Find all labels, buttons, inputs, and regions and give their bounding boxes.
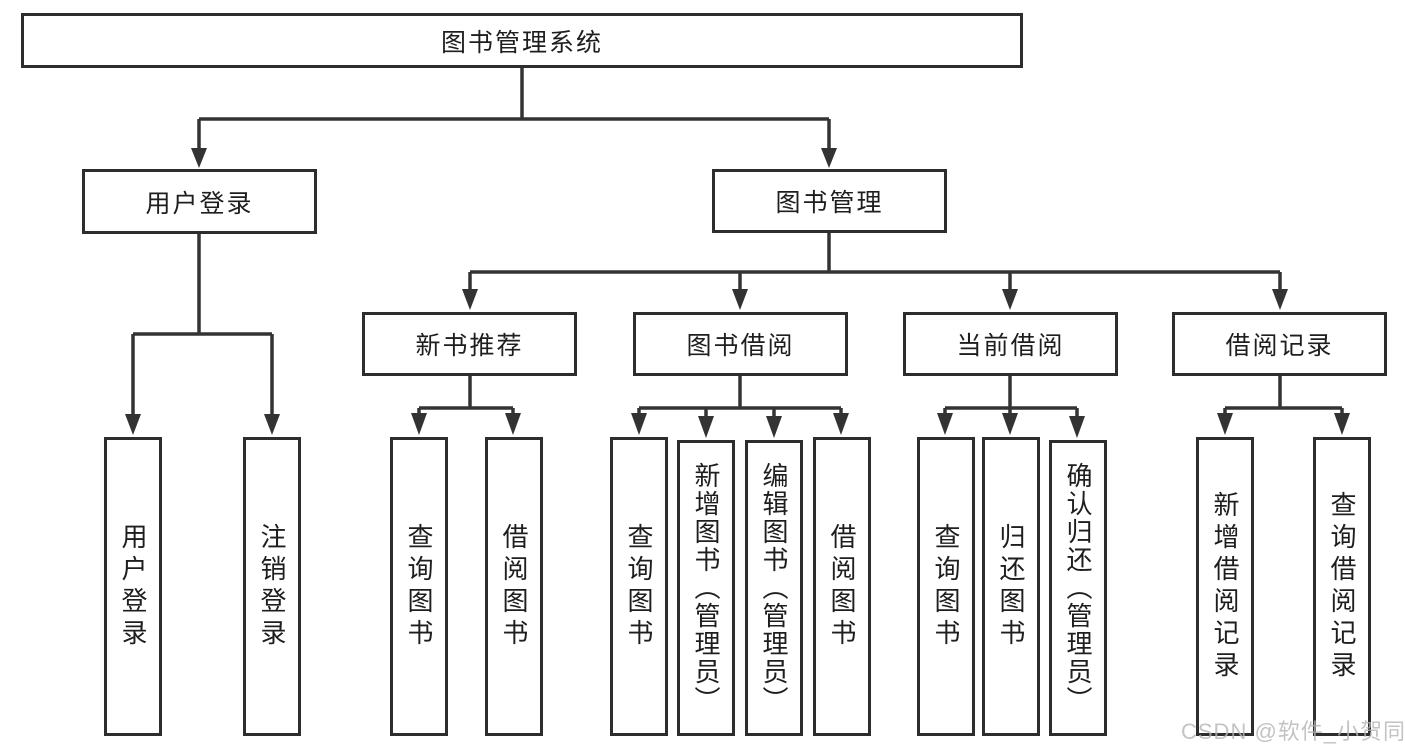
- leaf-confirm-return-admin: 确认归还（管理员）: [1049, 440, 1107, 736]
- leaf-borrow-books-recommend: 借阅图书: [485, 437, 543, 736]
- leaf-add-borrow-record: 新增借阅记录: [1196, 437, 1254, 736]
- leaf-logout: 注销登录: [243, 437, 301, 736]
- connector-user-login-children: [131, 234, 274, 418]
- connector-new-book-recommend-children: [417, 376, 515, 417]
- node-book-management: 图书管理: [712, 169, 947, 233]
- node-user-login: 用户登录: [82, 169, 317, 234]
- leaf-edit-book-admin: 编辑图书（管理员）: [745, 440, 803, 736]
- node-borrow-records: 借阅记录: [1172, 312, 1387, 376]
- leaf-add-book-admin: 新增图书（管理员）: [677, 440, 735, 736]
- node-root-library-system: 图书管理系统: [21, 13, 1023, 68]
- node-new-book-recommend-label: 新书推荐: [415, 332, 524, 360]
- csdn-watermark: CSDN @软件_小贺同学: [1181, 719, 1405, 744]
- node-book-borrow: 图书借阅: [633, 312, 848, 376]
- node-book-borrow-label: 图书借阅: [686, 332, 795, 360]
- node-new-book-recommend: 新书推荐: [362, 312, 577, 376]
- leaf-query-books-recommend: 查询图书: [390, 437, 448, 736]
- node-user-login-label: 用户登录: [145, 189, 254, 218]
- node-book-management-label: 图书管理: [775, 189, 884, 217]
- node-current-borrow: 当前借阅: [903, 312, 1118, 376]
- leaf-borrow-books: 借阅图书: [813, 437, 871, 736]
- connector-root-to-level2: [197, 68, 831, 153]
- connector-borrow-records-children: [1223, 376, 1344, 417]
- leaf-query-borrow-record: 查询借阅记录: [1313, 437, 1371, 736]
- connector-book-management-children: [468, 233, 1282, 291]
- connector-current-borrow-children: [943, 376, 1079, 419]
- node-current-borrow-label: 当前借阅: [956, 332, 1065, 360]
- leaf-user-login: 用户登录: [104, 437, 162, 736]
- leaf-query-books-borrow: 查询图书: [610, 437, 668, 736]
- connector-book-borrow-children: [637, 376, 843, 419]
- leaf-query-books-current: 查询图书: [917, 437, 975, 736]
- node-root-label: 图书管理系统: [440, 28, 603, 57]
- node-borrow-records-label: 借阅记录: [1225, 332, 1334, 360]
- arrowheads: [125, 148, 1350, 438]
- leaf-return-book: 归还图书: [982, 437, 1040, 736]
